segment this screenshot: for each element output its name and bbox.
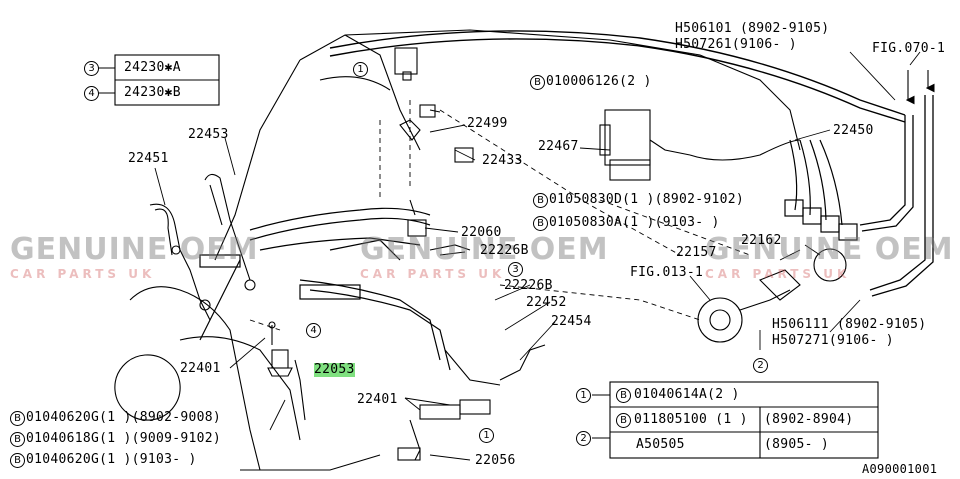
engine-outline	[299, 29, 801, 151]
knock-sensor-drawing	[267, 321, 293, 377]
part-22401-bottom[interactable]: 22401	[357, 392, 398, 407]
part-22053-highlighted[interactable]: 22053	[314, 362, 355, 377]
ignition-coil-drawing	[599, 109, 801, 181]
diagram-id: A090001001	[862, 462, 938, 476]
table-row2-range1: (8902-8904)	[764, 412, 854, 427]
ref-code-4[interactable]: 24230✱B	[124, 85, 181, 100]
ref-code-3[interactable]: 24230✱A	[124, 60, 181, 75]
part-22452[interactable]: 22452	[526, 295, 567, 310]
part-22226B-upper[interactable]: 22226B	[480, 243, 529, 258]
bolt-prefix-a: B	[533, 216, 548, 231]
part-22453[interactable]: 22453	[188, 127, 229, 142]
ref-callout-4[interactable]: 4	[84, 86, 99, 101]
bolt-coil[interactable]: 010006126(2 )	[546, 74, 652, 89]
bolt-01040618G[interactable]: 01040618G(1 )(9009-9102)	[26, 431, 222, 446]
ref-callout-3[interactable]: 3	[84, 61, 99, 76]
part-22499[interactable]: 22499	[467, 116, 508, 131]
callout-1-top[interactable]: 1	[353, 62, 368, 77]
crank-angle-sensor-drawing	[697, 248, 847, 343]
watermark-left: GENUINE OEM CAR PARTS UK	[10, 232, 259, 282]
hose-h507261[interactable]: H507261(9106- )	[675, 37, 797, 52]
vacuum-hose-upper	[329, 30, 906, 116]
watermark-right: GENUINE OEM CAR PARTS UK	[705, 232, 954, 282]
fastener-table	[609, 381, 879, 459]
fig-ref-070-1[interactable]: FIG.070-1	[872, 41, 946, 56]
callout-4[interactable]: 4	[306, 323, 321, 338]
cam-sensor-drawing	[397, 344, 546, 461]
bolt-prefix-left3: B	[10, 453, 25, 468]
watermark-center: GENUINE OEM CAR PARTS UK	[360, 232, 609, 282]
bolt-01050830A[interactable]: 01050830A(1 )(9103- )	[549, 215, 720, 230]
part-22162[interactable]: 22162	[741, 233, 782, 248]
pressure-sensor-drawing	[394, 47, 474, 163]
fig-ref-013-1[interactable]: FIG.013-1	[630, 265, 704, 280]
part-22451[interactable]: 22451	[128, 151, 169, 166]
bolt-01040620G-a[interactable]: 01040620G(1 )(8902-9008)	[26, 410, 222, 425]
bolt-prefix-left2: B	[10, 432, 25, 447]
lower-engine-outline	[114, 286, 381, 471]
hose-right-a	[859, 115, 906, 226]
table-row1-code[interactable]: 01040614A(2 )	[634, 387, 740, 402]
table-callout-2[interactable]: 2	[576, 431, 591, 446]
part-22056[interactable]: 22056	[475, 453, 516, 468]
bolt-01050830D[interactable]: 01050830D(1 )(8902-9102)	[549, 192, 745, 207]
part-22433[interactable]: 22433	[482, 153, 523, 168]
table-row2-range2: (8905- )	[764, 437, 830, 452]
part-22157[interactable]: 22157	[676, 245, 717, 260]
table-callout-1[interactable]: 1	[576, 388, 591, 403]
part-22401-left[interactable]: 22401	[180, 361, 221, 376]
table-row2-sub[interactable]: A50505	[636, 437, 685, 452]
part-22467[interactable]: 22467	[538, 139, 579, 154]
part-22454[interactable]: 22454	[551, 314, 592, 329]
table-prefix-1: B	[616, 388, 631, 403]
hose-h506101[interactable]: H506101 (8902-9105)	[675, 21, 830, 36]
table-row2-code[interactable]: 011805100 (1 )	[634, 412, 748, 427]
oxygen-sensor-cables-drawing	[149, 173, 256, 321]
spark-plug-cables-drawing	[784, 139, 858, 241]
callout-3[interactable]: 3	[508, 262, 523, 277]
part-22450[interactable]: 22450	[833, 123, 874, 138]
part-22226B-lower[interactable]: 22226B	[504, 278, 553, 293]
hose-h506111[interactable]: H506111 (8902-9105)	[772, 317, 927, 332]
bolt-prefix-left1: B	[10, 411, 25, 426]
part-22060[interactable]: 22060	[461, 225, 502, 240]
hose-h507271[interactable]: H507271(9106- )	[772, 333, 894, 348]
bolt-01040620G-b[interactable]: 01040620G(1 )(9103- )	[26, 452, 197, 467]
bolt-prefix-d: B	[533, 193, 548, 208]
callout-1-bottom[interactable]: 1	[479, 428, 494, 443]
table-prefix-2: B	[616, 413, 631, 428]
callout-2[interactable]: 2	[753, 358, 768, 373]
bolt-prefix-coil: B	[530, 75, 545, 90]
